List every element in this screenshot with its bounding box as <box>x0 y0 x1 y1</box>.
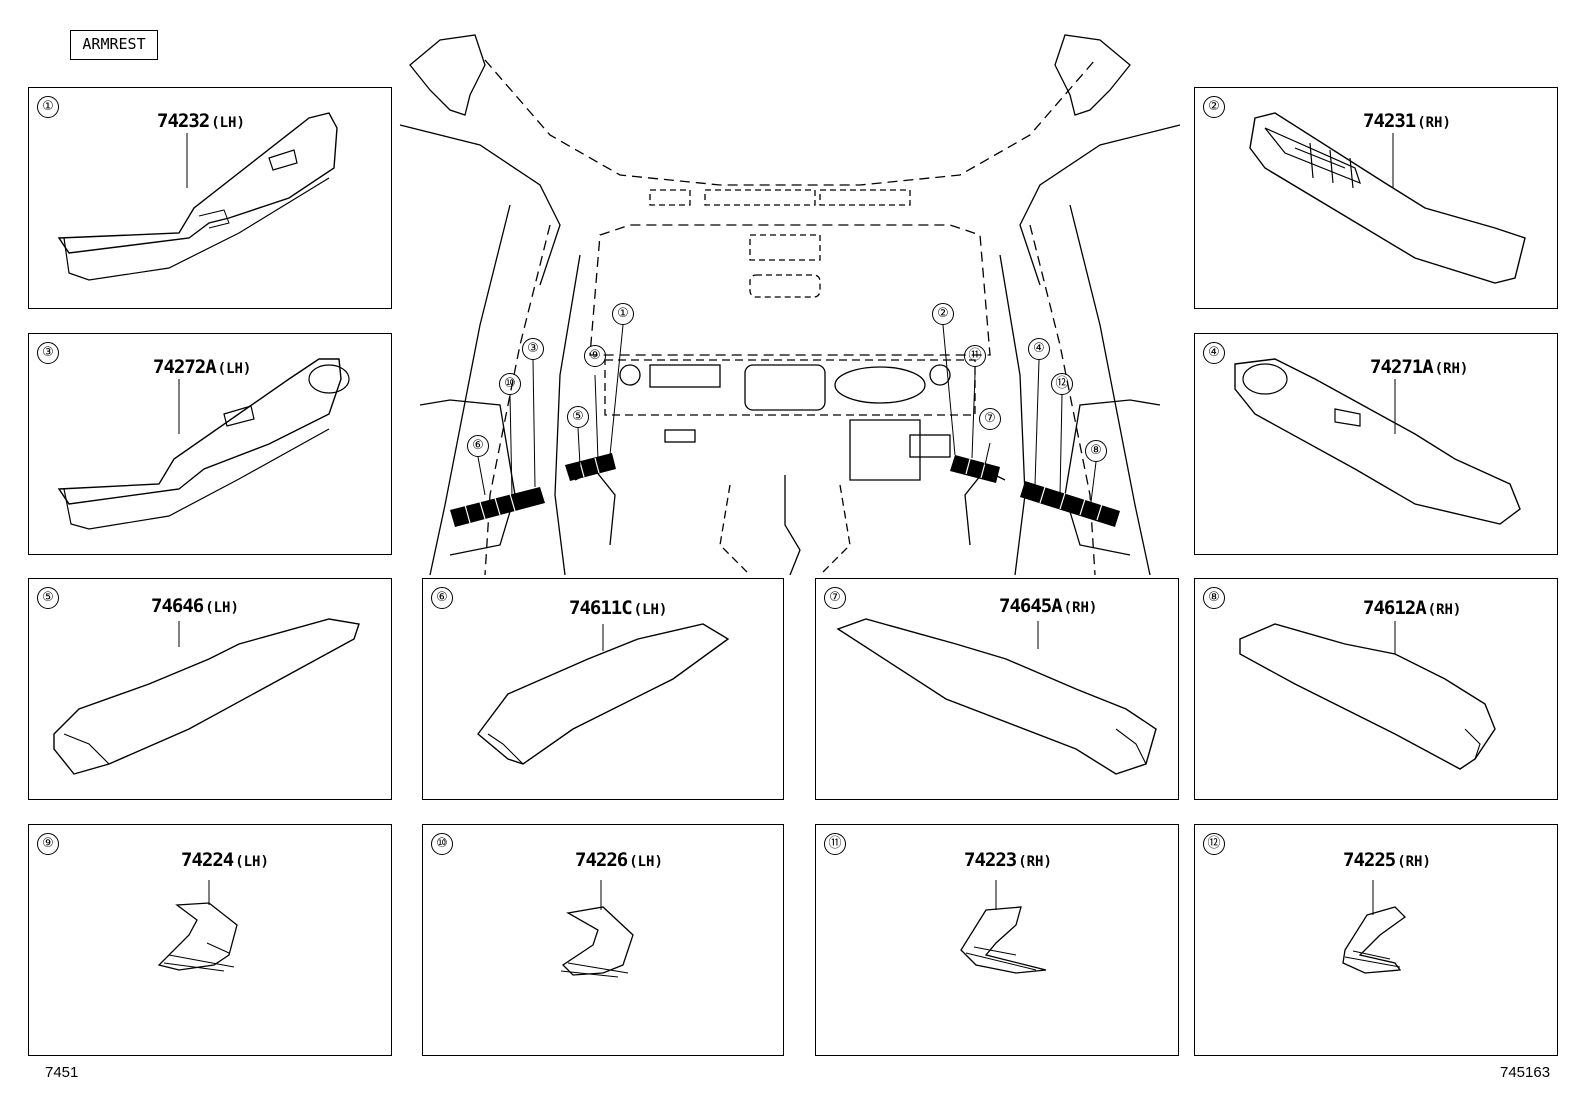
footer-code-right: 745163 <box>1500 1064 1551 1081</box>
armrest-lh-front-drawing <box>57 112 338 281</box>
part-number-label: 74226(LH) <box>575 849 663 871</box>
part-number: 74272A <box>153 356 217 378</box>
interior-callout-11: ⑪ <box>964 345 986 367</box>
side-label: (RH) <box>1434 361 1469 377</box>
interior-callout-3: ③ <box>522 338 544 360</box>
part-panel-8[interactable]: ⑧ 74612A(RH) <box>1194 578 1558 800</box>
callout-12: ⑫ <box>1203 833 1225 855</box>
part-number: 74225 <box>1343 849 1396 871</box>
part-number: 74231 <box>1363 110 1416 132</box>
callout-2: ② <box>1203 96 1225 118</box>
bracket-lh-front-drawing <box>157 880 238 972</box>
section-tag-armrest: ARMREST <box>70 30 158 60</box>
callout-7: ⑦ <box>824 587 846 609</box>
interior-callout-5: ⑤ <box>567 406 589 428</box>
pad-armrest-rh-front-drawing <box>836 618 1157 775</box>
footer-code-left: 7451 <box>45 1064 79 1081</box>
armrest-rh-rear-drawing <box>1234 358 1521 525</box>
part-panel-4[interactable]: ④ 74271A(RH) <box>1194 333 1558 555</box>
side-label: (RH) <box>1427 602 1462 618</box>
part-number: 74271A <box>1370 356 1434 378</box>
interior-callout-2: ② <box>932 303 954 325</box>
interior-callout-8: ⑧ <box>1085 440 1107 462</box>
part-panel-1[interactable]: ① 74232(LH) <box>28 87 392 309</box>
side-label: (LH) <box>217 361 252 377</box>
part-number: 74611C <box>569 597 633 619</box>
part-number: 74645A <box>999 595 1063 617</box>
part-panel-3[interactable]: ③ 74272A(LH) <box>28 333 392 555</box>
callout-9: ⑨ <box>37 833 59 855</box>
part-panel-9[interactable]: ⑨ 74224(LH) <box>28 824 392 1056</box>
part-panel-6[interactable]: ⑥ 74611C(LH) <box>422 578 784 800</box>
side-label: (LH) <box>629 854 663 870</box>
part-number-label: 74645A(RH) <box>999 595 1097 617</box>
callout-3: ③ <box>37 342 59 364</box>
callout-11: ⑪ <box>824 833 846 855</box>
part-number: 74223 <box>964 849 1017 871</box>
side-label: (LH) <box>205 600 239 616</box>
side-label: (LH) <box>235 854 269 870</box>
interior-line-drawing <box>399 34 1181 576</box>
vehicle-interior-illustration: ① ② ③ ④ ⑤ ⑥ ⑦ ⑧ ⑨ ⑩ ⑪ ⑫ <box>390 25 1190 584</box>
side-label: (RH) <box>1417 115 1451 131</box>
part-number: 74224 <box>181 849 234 871</box>
interior-callout-6: ⑥ <box>467 435 489 457</box>
callout-8: ⑧ <box>1203 587 1225 609</box>
part-number-label: 74232(LH) <box>157 110 245 132</box>
part-panel-12[interactable]: ⑫ 74225(RH) <box>1194 824 1558 1056</box>
interior-callout-10: ⑩ <box>499 373 521 395</box>
part-number-label: 74224(LH) <box>181 849 269 871</box>
part-number-label: 74646(LH) <box>151 595 239 617</box>
armrest-lh-rear-drawing <box>57 358 350 530</box>
part-panel-11[interactable]: ⑪ 74223(RH) <box>815 824 1179 1056</box>
callout-5: ⑤ <box>37 587 59 609</box>
part-number: 74612A <box>1363 597 1427 619</box>
interior-callout-7: ⑦ <box>979 408 1001 430</box>
bracket-lh-rear-drawing <box>560 880 634 978</box>
part-number: 74646 <box>151 595 204 617</box>
bracket-rh-front-drawing <box>960 880 1047 974</box>
side-label: (RH) <box>1063 600 1098 616</box>
part-panel-7[interactable]: ⑦ 74645A(RH) <box>815 578 1179 800</box>
interior-callout-4: ④ <box>1028 338 1050 360</box>
interior-callout-12: ⑫ <box>1051 373 1073 395</box>
interior-callout-9: ⑨ <box>584 345 606 367</box>
part-number-label: 74612A(RH) <box>1363 597 1461 619</box>
side-label: (LH) <box>211 115 245 131</box>
part-number-label: 74611C(LH) <box>569 597 667 619</box>
part-panel-5[interactable]: ⑤ 74646(LH) <box>28 578 392 800</box>
part-number-label: 74272A(LH) <box>153 356 251 378</box>
callout-10: ⑩ <box>431 833 453 855</box>
part-panel-10[interactable]: ⑩ 74226(LH) <box>422 824 784 1056</box>
side-label: (RH) <box>1397 854 1431 870</box>
bracket-rh-rear-drawing <box>1342 880 1407 974</box>
part-number-label: 74225(RH) <box>1343 849 1431 871</box>
side-label: (LH) <box>633 602 668 618</box>
part-number-label: 74271A(RH) <box>1370 356 1468 378</box>
pad-armrest-lh-front-drawing <box>53 618 360 775</box>
side-label: (RH) <box>1018 854 1052 870</box>
interior-callout-1: ① <box>612 303 634 325</box>
part-number-label: 74223(RH) <box>964 849 1052 871</box>
pad-armrest-lh-rear-drawing <box>477 623 730 765</box>
callout-1: ① <box>37 96 59 118</box>
part-panel-2[interactable]: ② 74231(RH) <box>1194 87 1558 309</box>
callout-6: ⑥ <box>431 587 453 609</box>
part-number-label: 74231(RH) <box>1363 110 1451 132</box>
part-number: 74226 <box>575 849 628 871</box>
callout-4: ④ <box>1203 342 1225 364</box>
armrest-rh-front-drawing <box>1249 112 1526 284</box>
part-number: 74232 <box>157 110 210 132</box>
pad-armrest-rh-rear-drawing <box>1239 621 1496 770</box>
